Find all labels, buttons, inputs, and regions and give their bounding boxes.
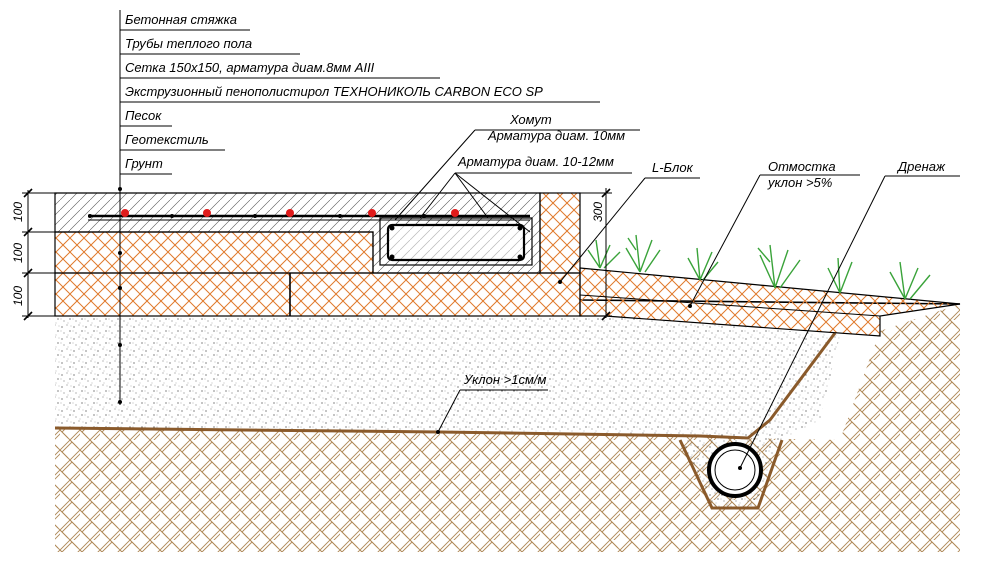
plants — [587, 234, 931, 300]
layer-label-2: Сетка 150х150, арматура диам.8мм AIII — [125, 60, 375, 75]
callout-blind-area-text: Отмостка — [768, 159, 836, 174]
layer-label-4: Песок — [125, 108, 162, 123]
heating-pipes — [88, 209, 523, 260]
callout-clamp: Хомут Арматура диам. 10мм — [394, 112, 640, 221]
layer-label-6: Грунт — [125, 156, 163, 171]
callout-drainage: Дренаж — [738, 159, 960, 470]
layer-label-1: Трубы теплого пола — [125, 36, 252, 51]
callout-rebar1012-text: Арматура диам. 10-12мм — [457, 154, 614, 169]
layer-label-0: Бетонная стяжка — [125, 12, 237, 27]
drain-trench — [678, 439, 784, 510]
layer-labels: Бетонная стяжка Трубы теплого пола Сетка… — [125, 12, 543, 171]
sand-layer — [55, 316, 840, 440]
layer-label-3: Экструзионный пенополистирол ТЕХНОНИКОЛЬ… — [125, 84, 543, 99]
dim-layer1: 100 — [11, 202, 25, 222]
dim-layer3: 100 — [11, 286, 25, 306]
callout-clamp-text: Хомут — [509, 112, 552, 127]
callout-blind-area-slope-text: уклон >5% — [767, 175, 832, 190]
callout-lblock-text: L-Блок — [652, 160, 694, 175]
callout-lblock: L-Блок — [558, 160, 700, 284]
dim-lblock-height: 300 — [591, 202, 605, 222]
dim-layer2: 100 — [11, 243, 25, 263]
dimension-left: 100 100 100 — [11, 188, 55, 321]
callout-rebar1012: Арматура диам. 10-12мм — [419, 154, 632, 233]
callout-slope-text: Уклон >1см/м — [463, 372, 546, 387]
geotextile-line — [54, 332, 837, 440]
dimension-lblock: 300 — [580, 188, 612, 321]
callout-slope: Уклон >1см/м — [436, 372, 548, 434]
layer-label-5: Геотекстиль — [125, 132, 209, 147]
callout-rebar10-text: Арматура диам. 10мм — [487, 128, 625, 143]
callout-blind-area: Отмостка уклон >5% — [688, 159, 860, 308]
layer-leader — [118, 10, 600, 405]
callout-drainage-text: Дренаж — [896, 159, 946, 174]
concrete-screed — [54, 192, 541, 274]
insulation-layers — [54, 192, 581, 317]
